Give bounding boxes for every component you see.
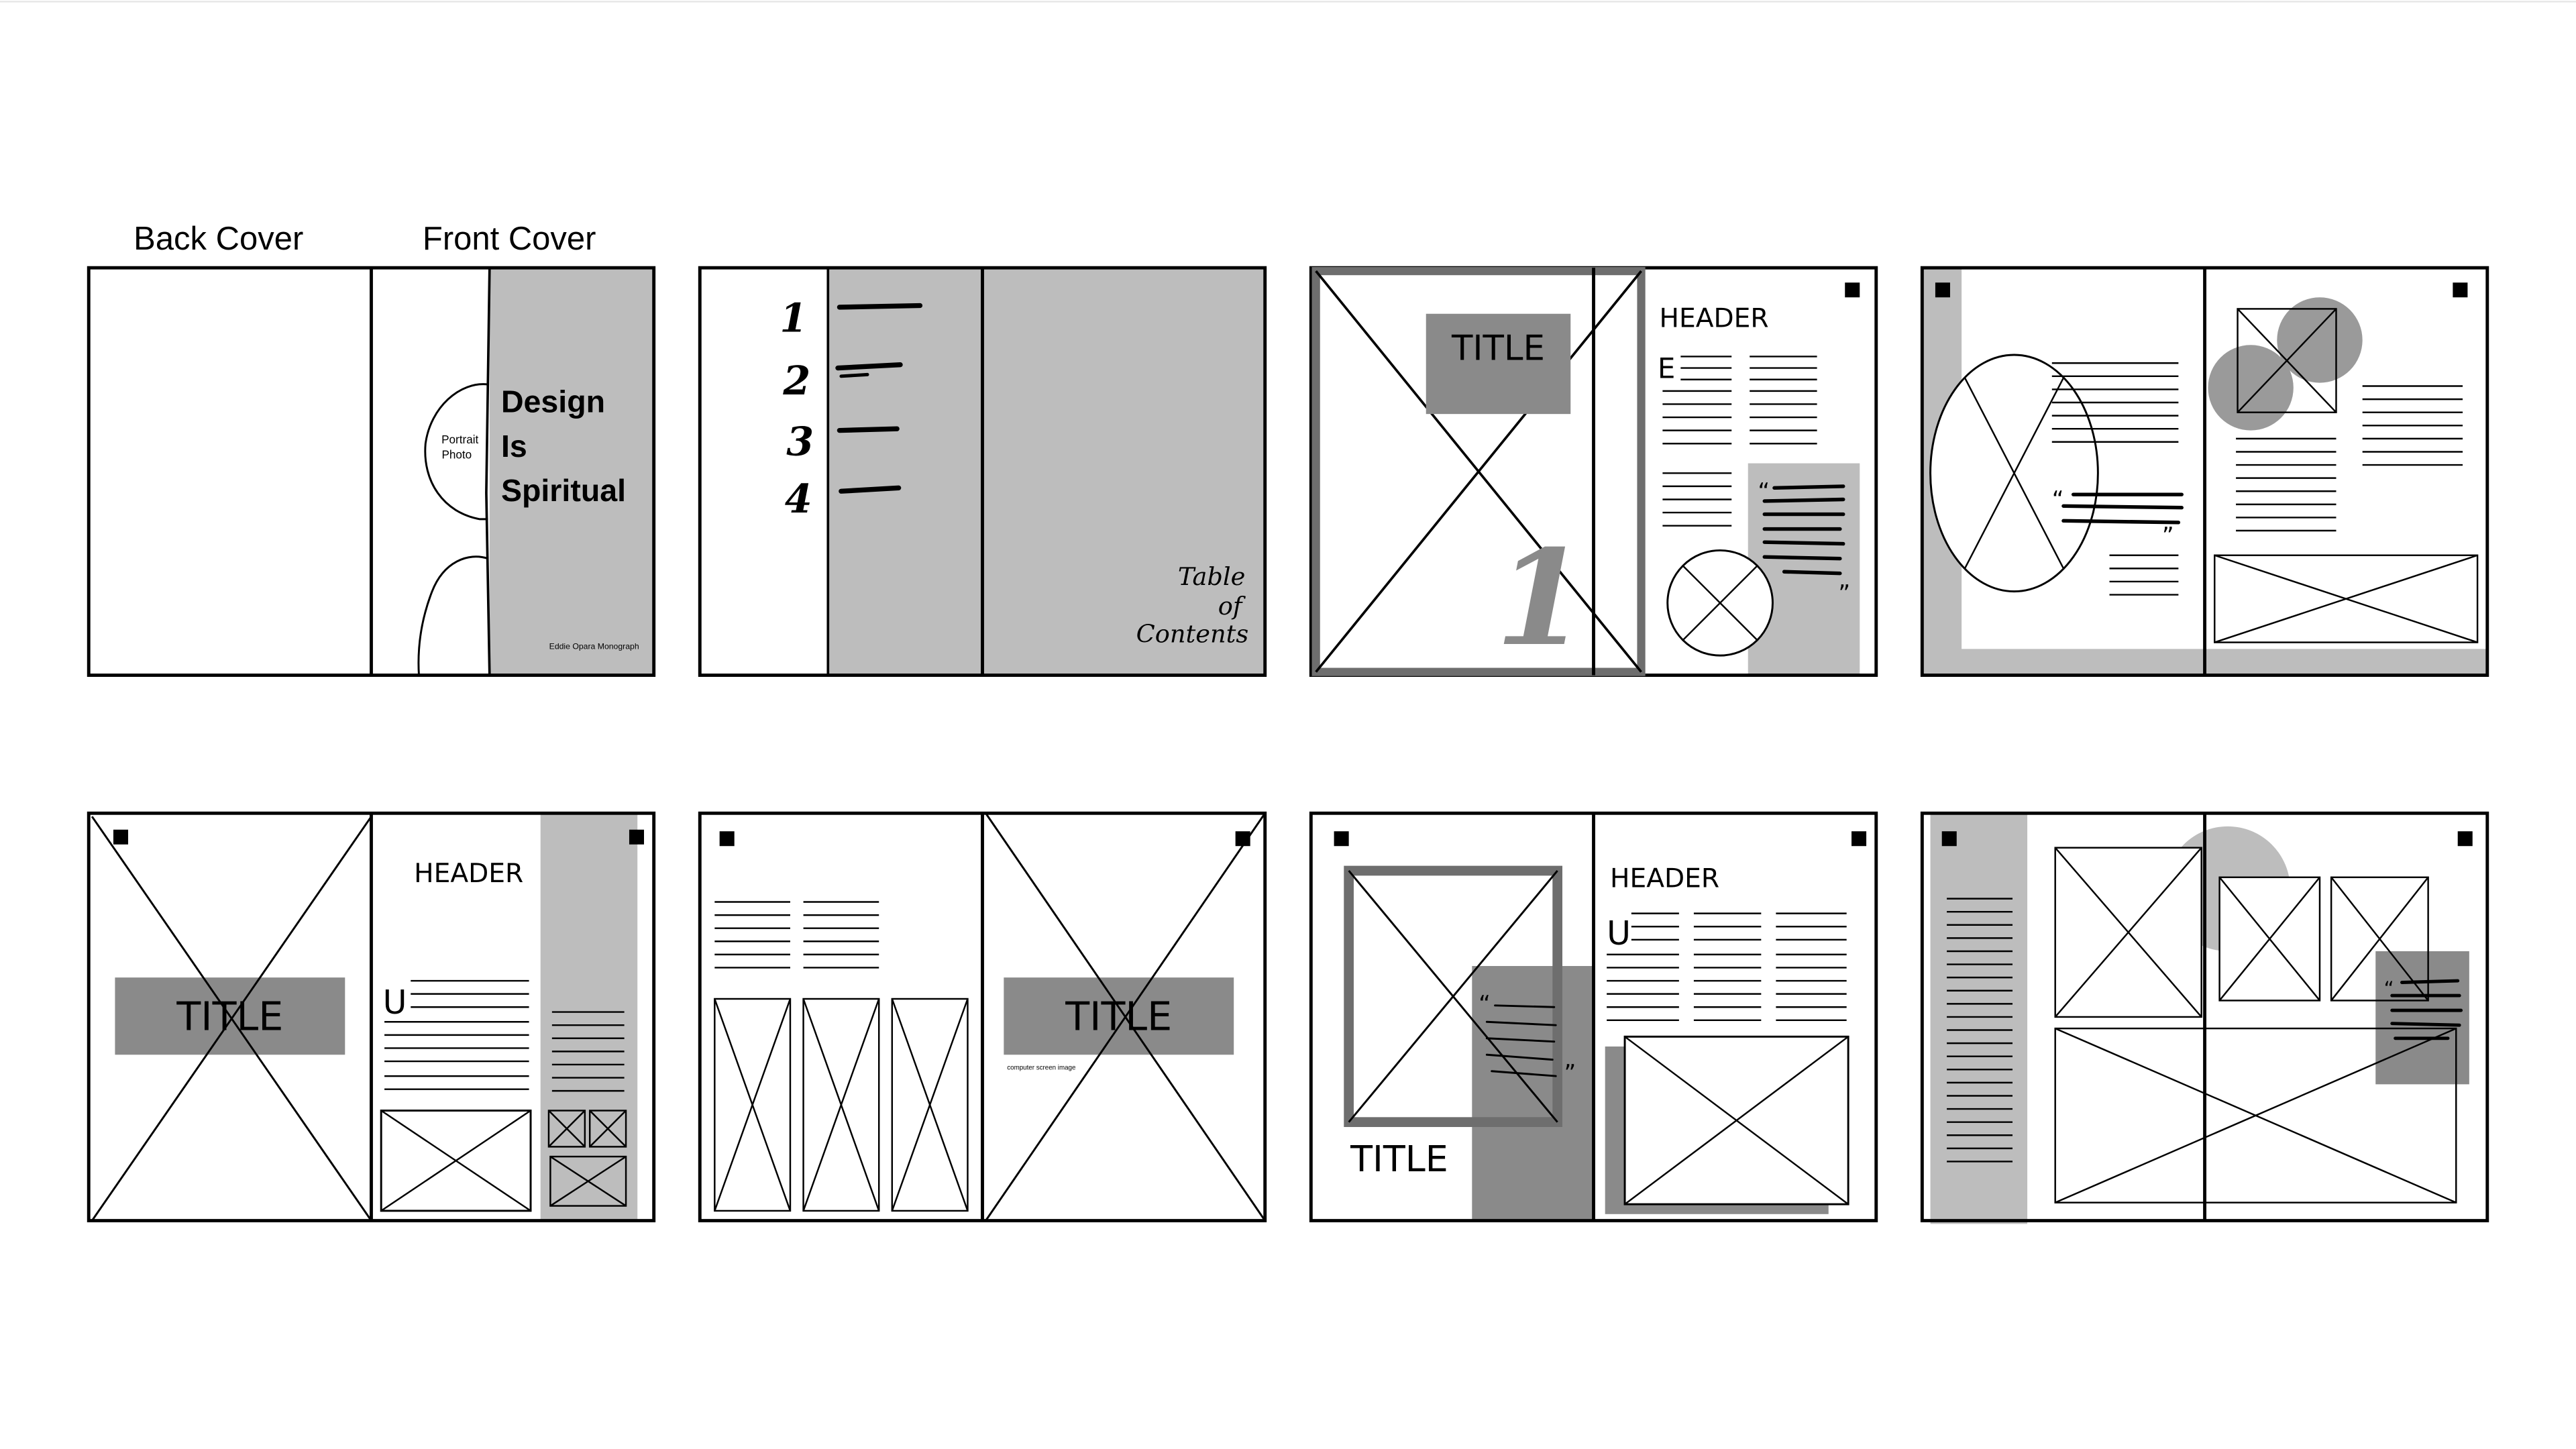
marker-square (1941, 831, 1957, 847)
back-cover-label: Back Cover (133, 221, 303, 257)
toc-label-line-1: Table (1178, 562, 1246, 591)
portrait-silhouette (417, 383, 488, 676)
spread7-title: TITLE (1350, 1138, 1448, 1180)
spread3-title: TITLE (1451, 328, 1545, 368)
spread6-title: TITLE (1065, 994, 1172, 1040)
spread3-header: HEADER (1659, 303, 1768, 333)
svg-text:“: “ (1758, 478, 1770, 505)
marker-square (629, 829, 645, 845)
toc-number-4: 4 (785, 476, 812, 522)
spread6-caption: computer screen image (1007, 1064, 1075, 1071)
spread-cover: Portrait Photo Design Is Spiritual Eddie… (87, 266, 656, 677)
portrait-label-2: Photo (441, 447, 472, 461)
cover-title-line-1: Design (501, 384, 605, 419)
spread5-header: HEADER (414, 859, 523, 889)
spread-8: “ (1920, 811, 2489, 1224)
cover-credit: Eddie Opara Monograph (549, 641, 639, 651)
spread7-header: HEADER (1610, 863, 1719, 894)
marker-square (1334, 831, 1349, 847)
marker-square (1235, 831, 1250, 847)
svg-text:”: ” (2162, 523, 2174, 550)
spread-4: “ ” (1920, 266, 2489, 677)
spread5-title: TITLE (176, 994, 283, 1040)
spread-toc: 1 2 3 4 Table of Contents (698, 266, 1267, 677)
spread3-dropcap: E (1658, 352, 1675, 384)
portrait-label-1: Portrait (441, 433, 478, 446)
spread-5: TITLE HEADER U (87, 811, 656, 1223)
cover-title-line-2: Is (501, 429, 527, 464)
spread-7: “ ” TITLE HEADER U (1309, 811, 1878, 1223)
marker-square (113, 829, 129, 845)
front-cover-label: Front Cover (423, 221, 596, 257)
marker-square (1845, 282, 1860, 298)
svg-text:”: ” (1564, 1060, 1576, 1087)
marker-square (2453, 282, 2468, 298)
spread7-dropcap: U (1607, 914, 1631, 953)
toc-number-3: 3 (786, 418, 814, 464)
marker-square (1851, 831, 1867, 847)
svg-text:“: “ (2383, 977, 2394, 1000)
svg-text:”: ” (1838, 580, 1850, 607)
title-block (1004, 977, 1234, 1055)
toc-label-line-3: Contents (1136, 620, 1249, 649)
toc-label-line-2: of (1218, 592, 1246, 621)
toc-number-2: 2 (782, 358, 810, 404)
spread3-big-number: 1 (1495, 521, 1587, 676)
title-block (1426, 313, 1571, 415)
spread5-dropcap: U (383, 983, 407, 1022)
svg-text:“: “ (2052, 487, 2064, 514)
marker-square (1935, 282, 1950, 298)
marker-square (719, 831, 735, 847)
toc-number-1: 1 (780, 295, 807, 341)
spread-6: TITLE computer screen image (698, 811, 1267, 1223)
svg-text:“: “ (1479, 991, 1491, 1018)
spread-3: TITLE 1 HEADER E (1309, 266, 1878, 677)
marker-square (2457, 831, 2473, 847)
cover-title-line-3: Spiritual (501, 473, 626, 508)
